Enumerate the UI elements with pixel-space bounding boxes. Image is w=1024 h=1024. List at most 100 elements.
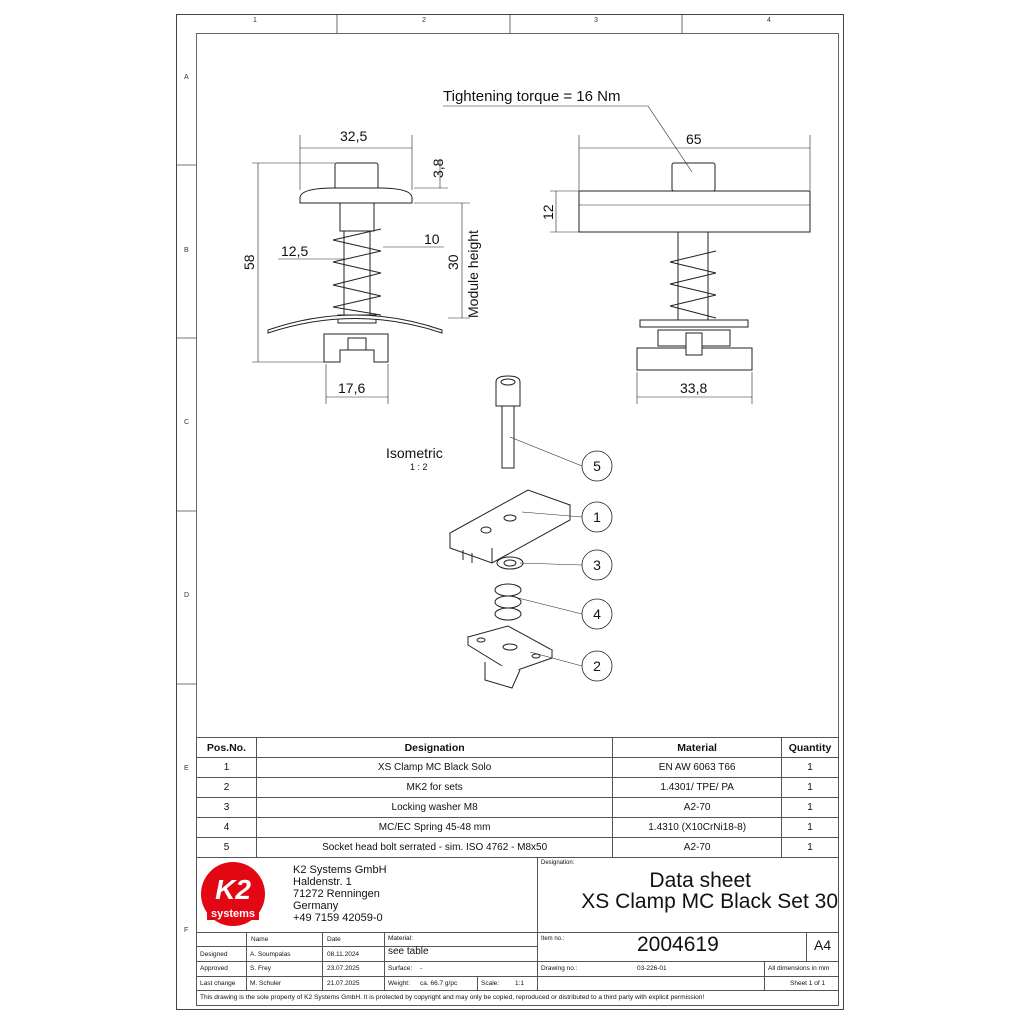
last-change-date: 21.07.2025: [327, 980, 360, 987]
company-street: Haldenstr. 1: [293, 876, 352, 888]
drawing-no-label: Drawing no.:: [541, 965, 578, 972]
tb-hline-2: [196, 946, 537, 947]
drawing-no-value: 03-226-01: [637, 965, 667, 972]
zone-col-4: 4: [767, 17, 771, 24]
bom-cell-material: 1.4310 (X10CrNi18-8): [612, 817, 783, 838]
zone-row-a: A: [184, 74, 189, 81]
dim-3-8: 3,8: [430, 158, 446, 178]
logo-sub: systems: [211, 908, 255, 920]
tb-hline-4: [196, 976, 839, 977]
tb-vline-4: [537, 932, 538, 990]
material-value: see table: [388, 946, 429, 957]
bom-header-material: Material: [612, 737, 783, 758]
sheet-number: Sheet 1 of 1: [790, 980, 826, 987]
bom-header-row: Pos.No. Designation Material Quantity: [196, 737, 839, 758]
bom-cell-quantity: 1: [781, 757, 839, 778]
weight-value: ca. 66.7 g/pc: [420, 980, 458, 987]
tb-vline-6: [806, 932, 807, 961]
balloon-1: 1: [593, 509, 601, 525]
title-block: [196, 857, 839, 1006]
date-col-label: Date: [327, 936, 341, 943]
bom-cell-quantity: 1: [781, 837, 839, 858]
zone-col-2: 2: [422, 17, 426, 24]
bom-header-quantity: Quantity: [781, 737, 839, 758]
side-view-dims: [443, 105, 811, 404]
balloon-4: 4: [593, 606, 601, 622]
bom-cell-material: 1.4301/ TPE/ PA: [612, 777, 783, 798]
balloons: [581, 450, 613, 682]
tb-vline-2: [322, 932, 323, 990]
bom-cell-designation: Socket head bolt serrated - sim. ISO 476…: [255, 837, 614, 858]
title-block-divider: [537, 857, 538, 932]
zone-row-b: B: [184, 247, 189, 254]
isometric-view: [448, 375, 572, 689]
designed-date: 08.11.2024: [327, 951, 360, 958]
bom-cell-quantity: 1: [781, 797, 839, 818]
module-height-label: Module height: [465, 230, 481, 318]
bom-cell-designation: MK2 for sets: [255, 777, 614, 798]
bom-cell-quantity: 1: [781, 817, 839, 838]
bom-header-designation: Designation: [255, 737, 614, 758]
zone-row-f: F: [184, 927, 189, 934]
title-line-2: XS Clamp MC Black Set 30: [581, 890, 838, 913]
zone-row-d: D: [184, 592, 190, 599]
company-logo: K2 systems: [200, 861, 266, 927]
bom-row: 2 MK2 for sets 1.4301/ TPE/ PA 1: [196, 777, 839, 798]
tb-vline-5: [477, 976, 478, 990]
bom-row: 4 MC/EC Spring 45-48 mm 1.4310 (X10CrNi1…: [196, 817, 839, 838]
surface-label: Surface:: [388, 965, 413, 972]
dim-10: 10: [424, 231, 440, 247]
bom-cell-quantity: 1: [781, 777, 839, 798]
last-change-label: Last change: [200, 980, 236, 987]
designation-label: Designation:: [541, 860, 575, 866]
item-no-label: Item no.:: [541, 936, 565, 942]
bom-header-pos: Pos.No.: [196, 737, 257, 758]
approved-name: S. Frey: [250, 965, 271, 972]
bom-cell-material: EN AW 6063 T66: [612, 757, 783, 778]
dim-58: 58: [241, 254, 257, 270]
approved-label: Approved: [200, 965, 228, 972]
tb-vline-1: [246, 932, 247, 990]
copyright-notice: This drawing is the sole property of K2 …: [200, 994, 705, 1001]
company-country: Germany: [293, 900, 339, 912]
bom-cell-pos: 2: [196, 777, 257, 798]
tb-vline-3: [384, 932, 385, 990]
weight-label: Weight:: [388, 980, 410, 987]
company-city: 71272 Renningen: [293, 888, 380, 900]
bill-of-materials: Pos.No. Designation Material Quantity 1 …: [196, 737, 839, 858]
units-note: All dimensions in mm: [768, 965, 830, 972]
designed-label: Designed: [200, 951, 228, 958]
dim-17-6: 17,6: [338, 380, 365, 396]
designed-name: A. Soumpalas: [250, 951, 291, 958]
front-view: [267, 162, 443, 363]
company-name: K2 Systems GmbH: [293, 864, 387, 876]
last-change-name: M. Schuler: [250, 980, 282, 987]
bom-cell-designation: MC/EC Spring 45-48 mm: [255, 817, 614, 838]
format-value: A4: [814, 937, 832, 953]
leader-lines: [509, 436, 583, 667]
bom-cell-designation: Locking washer M8: [255, 797, 614, 818]
bom-row: 5 Socket head bolt serrated - sim. ISO 4…: [196, 837, 839, 858]
company-phone: +49 7159 42059-0: [293, 912, 383, 924]
material-label: Material:: [388, 935, 413, 942]
zone-row-e: E: [184, 765, 189, 772]
zone-col-3: 3: [594, 17, 598, 24]
bom-cell-pos: 4: [196, 817, 257, 838]
balloon-5: 5: [593, 458, 601, 474]
dim-32-5: 32,5: [340, 128, 367, 144]
scale-label: Scale:: [481, 980, 500, 987]
isometric-scale: 1 : 2: [410, 462, 428, 472]
tb-vline-7: [764, 961, 765, 990]
bom-cell-pos: 1: [196, 757, 257, 778]
title-line-1: Data sheet: [649, 869, 751, 892]
bom-cell-material: A2-70: [612, 837, 783, 858]
logo-brand: K2: [215, 874, 251, 905]
zone-col-1: 1: [253, 17, 257, 24]
torque-label: Tightening torque = 16 Nm: [443, 88, 620, 105]
bom-row: 3 Locking washer M8 A2-70 1: [196, 797, 839, 818]
scale-value: 1:1: [515, 980, 525, 987]
side-view: [578, 162, 811, 371]
balloon-2: 2: [593, 658, 601, 674]
surface-value: -: [420, 965, 423, 972]
approved-date: 23.07.2025: [327, 965, 360, 972]
